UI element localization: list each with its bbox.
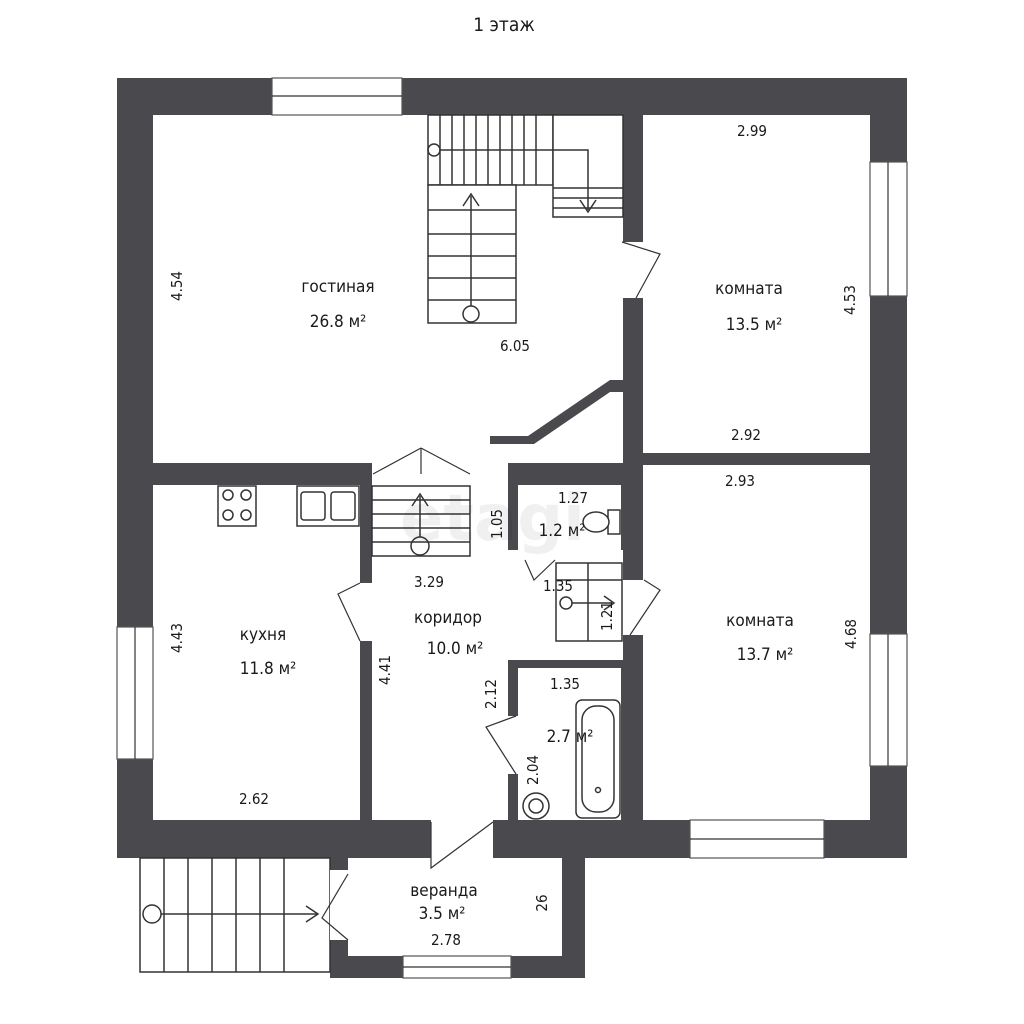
room1-dim-top: 2.99: [737, 122, 767, 140]
kitchen-dim-bottom: 2.62: [239, 790, 269, 808]
windows: [116, 77, 908, 979]
living-room-dim-stairs: 6.05: [500, 337, 530, 355]
sink-icon: [296, 485, 360, 527]
veranda-dim-bottom: 2.78: [431, 931, 461, 949]
kitchen-fixtures: [217, 485, 360, 527]
doors: [321, 241, 661, 941]
corridor-name: коридор: [414, 608, 482, 628]
bath-dim-left2: 2.04: [524, 755, 542, 785]
stove-icon: [217, 485, 257, 527]
wc-dim-left: 1.05: [488, 509, 506, 539]
entrance-steps: [139, 857, 331, 973]
washbasin-icon: [522, 792, 550, 820]
room1-dim-right: 4.53: [841, 285, 859, 315]
wc-dim-bottom: 1.35: [543, 577, 573, 595]
corridor-staircase: [371, 485, 623, 642]
veranda-area: 3.5 м²: [419, 904, 466, 924]
bathroom-fixtures: [522, 509, 621, 820]
bath-area: 2.7 м²: [547, 727, 594, 747]
wc-dim-right: 1.21: [598, 601, 616, 631]
watermark: etagi: [400, 482, 585, 556]
room1-name: комната: [715, 279, 783, 299]
living-room-name: гостиная: [301, 277, 374, 297]
room1-area: 13.5 м²: [726, 315, 783, 335]
corridor-dim-left: 4.41: [376, 655, 394, 685]
wc-dim-top: 1.27: [558, 489, 588, 507]
veranda-name: веранда: [410, 881, 477, 901]
living-room-area: 26.8 м²: [310, 312, 367, 332]
room1-dim-bottom: 2.92: [731, 426, 761, 444]
corridor-area: 10.0 м²: [427, 639, 484, 659]
room2-dim-right: 4.68: [842, 619, 860, 649]
kitchen-name: кухня: [240, 625, 287, 645]
bath-dim-left: 2.12: [482, 679, 500, 709]
bathtub-icon: [575, 699, 621, 819]
veranda-dim-right: 26: [533, 894, 551, 911]
bath-dim-top: 1.35: [550, 675, 580, 693]
corridor-dim-top: 3.29: [414, 573, 444, 591]
room2-name: комната: [726, 611, 794, 631]
floor-title: 1 этаж: [473, 14, 535, 36]
kitchen-dim-left: 4.43: [168, 623, 186, 653]
kitchen-area: 11.8 м²: [240, 659, 297, 679]
main-staircase: [427, 114, 624, 324]
room2-dim-top: 2.93: [725, 472, 755, 490]
living-room-dim-left: 4.54: [168, 271, 186, 301]
room2-area: 13.7 м²: [737, 645, 794, 665]
wc-area: 1.2 м²: [539, 521, 586, 541]
toilet-icon: [582, 509, 621, 535]
